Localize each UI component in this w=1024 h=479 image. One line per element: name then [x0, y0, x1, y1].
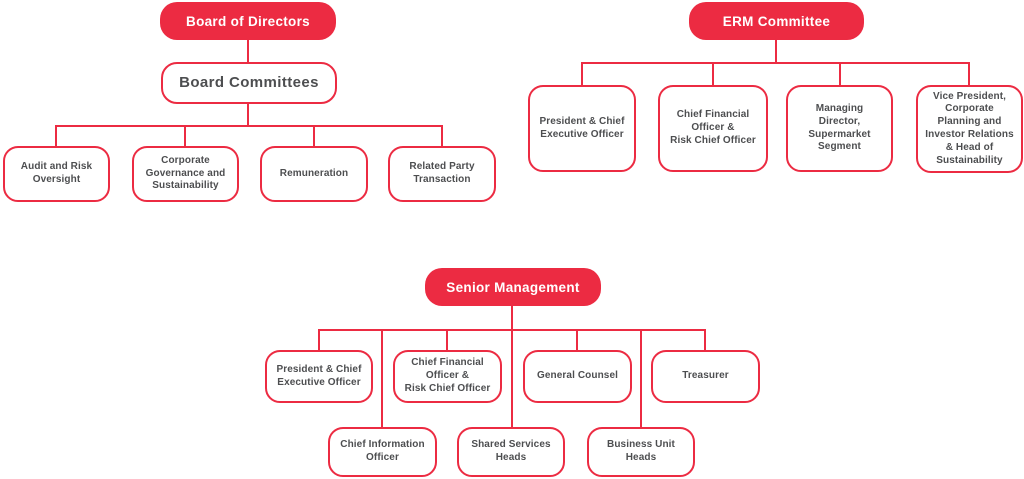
- node-corporate-governance-sustainability: Corporate Governance and Sustainability: [132, 146, 239, 202]
- node-sm-cfo-risk-chief-officer: Chief Financial Officer & Risk Chief Off…: [393, 350, 502, 403]
- node-audit-and-risk-oversight: Audit and Risk Oversight: [3, 146, 110, 202]
- node-sm-president-ceo: President & Chief Executive Officer: [265, 350, 373, 403]
- node-sm-treasurer: Treasurer: [651, 350, 760, 403]
- board-drop-1: [55, 125, 57, 146]
- senior-drop-general-counsel: [576, 329, 578, 350]
- board-drop-4: [441, 125, 443, 146]
- node-erm-vp-corporate-planning: Vice President, Corporate Planning and I…: [916, 85, 1023, 173]
- node-related-party-transaction: Related Party Transaction: [388, 146, 496, 202]
- node-board-committees: Board Committees: [161, 62, 337, 104]
- senior-drop-cfo: [446, 329, 448, 350]
- node-remuneration: Remuneration: [260, 146, 368, 202]
- node-sm-general-counsel: General Counsel: [523, 350, 632, 403]
- board-drop-2: [184, 125, 186, 146]
- senior-longdrop-business-unit: [640, 329, 642, 427]
- node-erm-president-ceo: President & Chief Executive Officer: [528, 85, 636, 172]
- node-sm-shared-services-heads: Shared Services Heads: [457, 427, 565, 477]
- erm-drop-1: [581, 62, 583, 85]
- senior-longdrop-cio: [381, 329, 383, 427]
- board-title-connector: [247, 40, 249, 62]
- node-board-of-directors: Board of Directors: [160, 2, 336, 40]
- node-sm-chief-information-officer: Chief Information Officer: [328, 427, 437, 477]
- board-bus-line: [56, 125, 443, 127]
- senior-bus-line: [318, 329, 706, 331]
- erm-bus-line: [581, 62, 970, 64]
- erm-drop-2: [712, 62, 714, 85]
- node-sm-business-unit-heads: Business Unit Heads: [587, 427, 695, 477]
- node-erm-committee: ERM Committee: [689, 2, 864, 40]
- senior-center-connector: [511, 306, 513, 427]
- erm-title-connector: [775, 40, 777, 62]
- node-erm-managing-director-supermarket: Managing Director, Supermarket Segment: [786, 85, 893, 172]
- erm-drop-4: [968, 62, 970, 85]
- senior-drop-treasurer: [704, 329, 706, 350]
- board-drop-3: [313, 125, 315, 146]
- erm-drop-3: [839, 62, 841, 85]
- node-erm-cfo-risk-chief-officer: Chief Financial Officer & Risk Chief Off…: [658, 85, 768, 172]
- senior-drop-president: [318, 329, 320, 350]
- board-committees-connector: [247, 104, 249, 125]
- node-senior-management: Senior Management: [425, 268, 601, 306]
